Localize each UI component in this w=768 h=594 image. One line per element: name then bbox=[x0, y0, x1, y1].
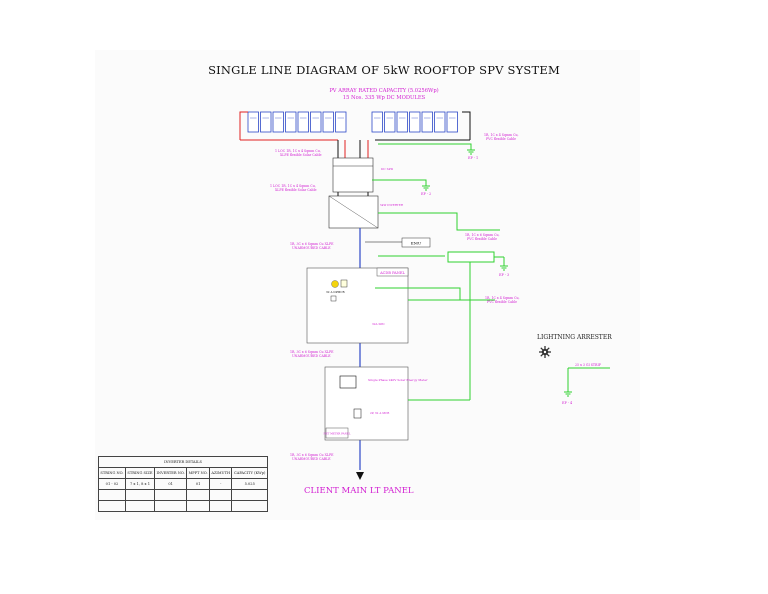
earth-pit-label-2: EP - 2 bbox=[421, 192, 431, 196]
earth-pit-label-3: EP - 3 bbox=[499, 273, 509, 277]
table-row bbox=[98, 489, 268, 501]
pv-module bbox=[247, 111, 259, 133]
inverter-label: 5kW INVERTER bbox=[380, 203, 404, 207]
cable-label-dc-string: 1 LOC 1R, 1C x 4 Sqmm Cu, bbox=[275, 149, 321, 153]
cable-label-ac-3: 1R, 3C x 6 Sqmm Cu XLPE bbox=[290, 453, 334, 457]
earth-pit-label-4: EP - 4 bbox=[562, 401, 572, 405]
pv-modules bbox=[247, 111, 458, 133]
pv-module bbox=[297, 111, 309, 133]
svg-text:UNARMOURED CABLE: UNARMOURED CABLE bbox=[292, 246, 331, 250]
lightning-arrester-label: LIGHTNING ARRESTER bbox=[537, 334, 612, 341]
col-header: AZIMUTH bbox=[209, 467, 233, 479]
pv-module bbox=[285, 111, 297, 133]
lightning-cable-label: 25 x 3 GI STRIP bbox=[575, 363, 602, 367]
inverter-details-caption: INVERTER DETAILS bbox=[98, 456, 268, 468]
cable-label-dc-inverter: 1 LOC 1R, 1C x 4 Sqmm Cu, bbox=[270, 184, 316, 188]
col-header: MPPT NO. bbox=[186, 467, 211, 479]
cable-label-dc-top: 1R, 1C x 4 Sqmm Cu, bbox=[484, 133, 519, 137]
ac-spd-label: 32A SPD bbox=[372, 322, 385, 326]
dcdb-box bbox=[332, 157, 374, 193]
svg-text:XLPE flexible Solar Cable: XLPE flexible Solar Cable bbox=[280, 153, 322, 157]
svg-text:PVC flexible Cable: PVC flexible Cable bbox=[487, 300, 517, 304]
pv-capacity-caption: PV ARRAY RATED CAPACITY (5.0256Wp) 15 No… bbox=[0, 88, 768, 102]
pv-module bbox=[272, 111, 284, 133]
pv-module bbox=[446, 111, 458, 133]
col-header: CAPACITY (KWp) bbox=[231, 467, 268, 479]
pv-module bbox=[434, 111, 446, 133]
svg-text:UNARMOURED CABLE: UNARMOURED CABLE bbox=[292, 354, 331, 358]
earthing-conductors bbox=[372, 143, 610, 401]
feeder-arrow bbox=[356, 472, 364, 480]
pv-module bbox=[335, 111, 347, 133]
pv-module bbox=[310, 111, 322, 133]
col-header: STRING NO. bbox=[98, 467, 126, 479]
mcb-label: 2P, 32 A MCB bbox=[370, 411, 389, 415]
emu-box bbox=[401, 237, 431, 248]
meter-label: Single Phase 240V Solar Energy Meter bbox=[368, 378, 428, 382]
pv-module bbox=[409, 111, 421, 133]
acdb-panel bbox=[306, 267, 409, 344]
earth-pit-label-1: EP - 1 bbox=[468, 156, 478, 160]
lightning-arrester-icon bbox=[539, 346, 551, 358]
pv-module bbox=[322, 111, 334, 133]
acdb-label: ACDB PANEL bbox=[379, 271, 405, 275]
cable-label-ac-1: 1R, 3C x 6 Sqmm Cu XLPE bbox=[290, 242, 334, 246]
col-header: INVERTER NO. bbox=[153, 467, 188, 479]
diagram-title: SINGLE LINE DIAGRAM OF 5kW ROOFTOP SPV S… bbox=[208, 63, 560, 77]
emu-label: EMU bbox=[411, 241, 422, 246]
svg-text:PVC flexible Cable: PVC flexible Cable bbox=[467, 237, 497, 241]
cable-label-ac-2: 1R, 3C x 6 Sqmm Cu XLPE bbox=[290, 350, 334, 354]
table-row bbox=[98, 500, 268, 512]
pv-module bbox=[260, 111, 272, 133]
pv-capacity-line: PV ARRAY RATED CAPACITY (5.0256Wp) bbox=[329, 88, 439, 94]
cable-label-earth-2: 1R, 1C x 4 Sqmm Cu, bbox=[485, 296, 520, 300]
pv-module bbox=[371, 111, 383, 133]
inverter-details-table: INVERTER DETAILS STRING NO. STRING SIZE … bbox=[98, 456, 268, 512]
svg-text:UNARMOURED CABLE: UNARMOURED CABLE bbox=[292, 457, 331, 461]
pv-module bbox=[421, 111, 433, 133]
indicator-lamp-icon bbox=[331, 280, 339, 288]
pv-modules-line: 15 Nos. 335 Wp DC MODULES bbox=[342, 95, 426, 101]
dc-wiring bbox=[239, 111, 471, 196]
pv-module bbox=[396, 111, 408, 133]
svg-text:PVC flexible Cable: PVC flexible Cable bbox=[486, 137, 516, 141]
col-header: STRING SIZE bbox=[124, 467, 155, 479]
pv-module bbox=[384, 111, 396, 133]
dc-spd-label: DC SPD bbox=[381, 167, 394, 171]
client-panel-label: CLIENT MAIN LT PANEL bbox=[304, 486, 414, 496]
svg-text:XLPE flexible Solar Cable: XLPE flexible Solar Cable bbox=[275, 188, 317, 192]
netmeter-label: NET METER PANEL bbox=[324, 432, 351, 436]
earth-pit-symbols bbox=[422, 149, 572, 397]
cable-labels: 1R, 1C x 4 Sqmm Cu, PVC flexible Cable 1… bbox=[270, 133, 602, 461]
acdb-isolator-label: 32 A DPMCB bbox=[326, 290, 345, 294]
energy-meter-box bbox=[339, 375, 357, 389]
cable-label-earth-1: 1R, 1C x 6 Sqmm Cu, bbox=[465, 233, 500, 237]
